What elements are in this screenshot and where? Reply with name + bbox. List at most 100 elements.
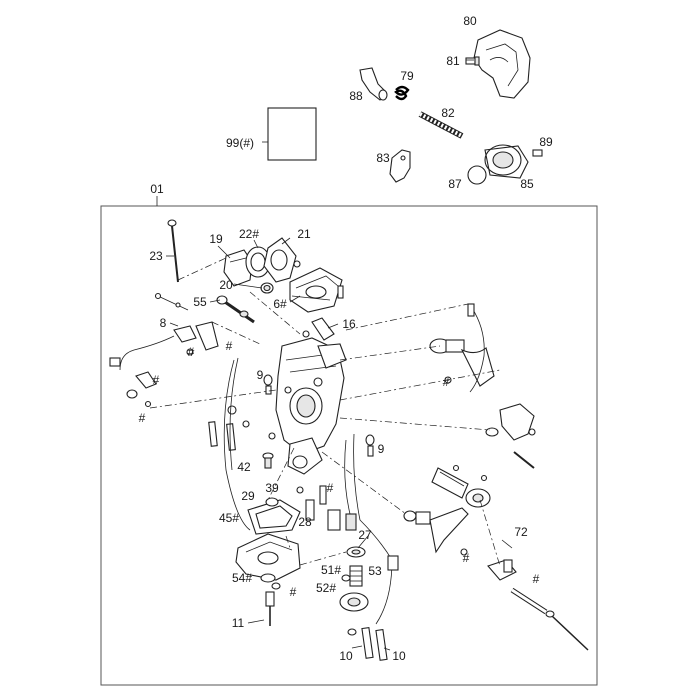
part-54-floatbowl: [235, 533, 301, 590]
hash-mark: #: [463, 551, 470, 565]
part-82-spring: [418, 111, 464, 139]
part-89-screw: [532, 149, 543, 157]
part-83-bracket: [389, 149, 411, 183]
part-throttle-pulley: [429, 338, 495, 387]
callout-19: 19: [209, 232, 223, 246]
callout-20: 20: [219, 278, 233, 292]
callout-29: 29: [241, 489, 255, 503]
callout-52: 52#: [316, 581, 336, 595]
part-19-lid: [223, 249, 253, 287]
hash-mark: #: [139, 411, 146, 425]
part-22-gasket: [245, 246, 271, 278]
part-16-linkage: [302, 317, 335, 341]
callout-81: 81: [446, 54, 460, 68]
assy-line: [149, 389, 277, 409]
part-21-plate: [263, 237, 297, 283]
assembly-frame: [100, 205, 598, 686]
callout-79: 79: [400, 69, 414, 83]
callout-99: 99(#): [226, 136, 254, 150]
callout-21: 21: [297, 227, 311, 241]
part-39-ball: [296, 486, 304, 494]
assy-line: [177, 257, 227, 281]
part-53-cap: [339, 592, 369, 612]
assy-line: [249, 291, 301, 335]
callout-55: 55: [193, 295, 207, 309]
part-8-cable: [109, 292, 219, 371]
callout-9-right: 9: [378, 442, 385, 456]
part-81-screw: [465, 56, 480, 66]
part-55-shaft: [216, 295, 255, 324]
callout-80: 80: [463, 14, 477, 28]
leader: [253, 239, 259, 249]
part-9a-jet: [263, 374, 273, 395]
callout-72: 72: [514, 525, 528, 539]
part-spring-shaft: [431, 464, 491, 508]
leader: [217, 245, 231, 259]
part-10-plungers: [347, 626, 388, 661]
part-87-oring: [467, 165, 487, 185]
assy-line: [479, 499, 501, 567]
leader: [247, 619, 265, 624]
callout-11: 11: [232, 616, 245, 630]
part-screw-right: [513, 451, 535, 469]
callout-87: 87: [448, 177, 462, 191]
callout-89: 89: [539, 135, 553, 149]
hash-mark: #: [188, 345, 195, 359]
assy-line: [285, 535, 291, 549]
part-29-gasket: [247, 497, 301, 535]
group-number-label: 01: [150, 182, 164, 196]
callout-9-left: 9: [257, 368, 264, 382]
tube-mid: [353, 433, 393, 561]
leader: [233, 283, 263, 289]
assy-line: [267, 447, 295, 501]
carburetor-body: [275, 337, 347, 475]
hash-mark: #: [226, 339, 233, 353]
part-needles-left: [208, 405, 276, 451]
part-11-screw: [265, 591, 275, 626]
callout-10-left: 10: [339, 649, 353, 663]
assy-line: [211, 321, 261, 345]
assy-line: [345, 303, 469, 331]
leader: [383, 647, 391, 651]
hash-mark: #: [533, 572, 540, 586]
part-99-sheet: [262, 107, 317, 161]
leader: [169, 322, 179, 327]
callout-42: 42: [237, 460, 251, 474]
assy-line: [339, 345, 441, 361]
leader: [357, 535, 369, 549]
callout-22: 22#: [239, 227, 259, 241]
part-screw-21: [293, 260, 301, 268]
callout-51: 51#: [321, 563, 341, 577]
callout-8: 8: [160, 316, 167, 330]
part-85-body: [484, 144, 529, 179]
tube-left: [223, 359, 251, 531]
callout-54: 54#: [232, 571, 252, 585]
part-80-cover: [473, 29, 531, 99]
part-spring-lower: [403, 507, 469, 556]
callout-27: 27: [358, 528, 372, 542]
part-27-washer: [346, 546, 366, 558]
tube-left-inner: [229, 357, 239, 471]
callout-23: 23: [149, 249, 163, 263]
part-clip-left: [126, 371, 157, 408]
part-42-screw: [262, 452, 274, 469]
callout-83: 83: [376, 151, 390, 165]
callout-82: 82: [441, 106, 455, 120]
assy-line: [321, 451, 407, 515]
leader: [501, 539, 513, 549]
hash-mark: #: [290, 585, 297, 599]
part-51-spring: [349, 565, 363, 587]
callout-39: 39: [265, 481, 279, 495]
leader: [281, 237, 291, 245]
part-72-rod: [487, 559, 589, 651]
leader: [327, 323, 339, 329]
tube-mid-inner: [344, 439, 351, 515]
callout-45: 45#: [219, 511, 239, 525]
part-tube-fitting: [387, 555, 399, 571]
hash-mark: #: [327, 481, 334, 495]
part-20-cap: [260, 282, 274, 294]
hash-mark: #: [443, 375, 450, 389]
part-lever-right: [485, 403, 536, 441]
assy-line: [339, 417, 491, 431]
